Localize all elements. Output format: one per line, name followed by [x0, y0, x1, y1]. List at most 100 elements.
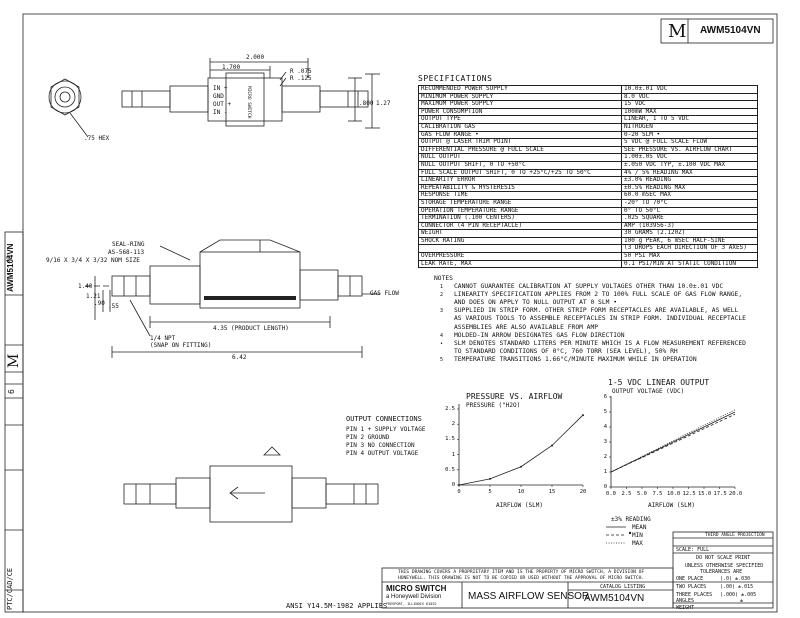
spec-row: NULL OUTPUT SHIFT, 0 TO +50°C±.050 VDC T…: [418, 160, 758, 170]
spec-value: 50 PSI MAX: [621, 252, 758, 261]
spec-value: NITROGEN: [621, 122, 758, 132]
spec-param: STORAGE TEMPERATURE RANGE: [418, 198, 622, 208]
series-line: [610, 409, 736, 473]
spec-value: 4% / 5% READING MAX: [621, 168, 758, 178]
three-places: THREE PLACES: [676, 592, 713, 598]
spec-row: STORAGE TEMPERATURE RANGE-20° TO 70°C: [418, 198, 758, 208]
spec-title: SPECIFICATIONS: [418, 74, 493, 83]
pin-label-2: GND: [213, 93, 224, 100]
one-place-tol: (.0) ±.030: [720, 576, 751, 582]
y-tick-label: 1: [451, 451, 455, 458]
x-tick-label: 0.0: [606, 491, 616, 497]
spec-row: TERMINATION (.100 CENTERS).025 SQUARE: [418, 214, 758, 223]
data-point: [489, 477, 491, 480]
data-point: [551, 444, 553, 447]
spec-value: AMP (103956-3): [621, 221, 758, 231]
note-number: 2: [440, 292, 444, 299]
note-item: ASSEMBLIES ARE ALSO AVAILABLE FROM AMP: [440, 324, 770, 332]
series-line: [610, 413, 736, 473]
y-tick-label: 6: [603, 394, 607, 400]
x-tick-label: 10.0: [667, 491, 681, 497]
seal-ring-size: 9/16 X 3/4 X 3/32 NOM SIZE: [46, 257, 140, 264]
pin-1: PIN 1 + SUPPLY VOLTAGE: [346, 425, 426, 433]
spec-param: WEIGHT: [418, 229, 622, 238]
legend-max: MAX: [632, 540, 643, 547]
strip-eco: A8: [6, 255, 12, 262]
three-places-tol: (.000) ±.005: [720, 592, 757, 598]
spec-value: SEE PRESSURE VS. AIRFLOW CHART: [621, 145, 758, 155]
note-text: CANNOT GUARANTEE CALIBRATION AT SUPPLY V…: [454, 283, 724, 291]
spec-value: -20° TO 70°C: [621, 198, 758, 208]
seal-ring-label: SEAL-RING: [112, 241, 145, 248]
spec-value: 60.0 mSEC MAX: [621, 191, 758, 200]
spec-value: 0° TO 50°C: [621, 206, 758, 216]
strip-sheet: 6: [7, 389, 16, 394]
note-text: SLM DENOTES STANDARD LITERS PER MINUTE W…: [454, 339, 746, 347]
spec-param: OUTPUT TYPE: [418, 115, 622, 124]
brand-logo: MICRO SWITCH: [386, 584, 447, 593]
catalog-number: AWM5104VN: [584, 593, 645, 604]
x-tick-label: 20: [579, 489, 587, 495]
spec-value: 8.0 VDC: [621, 92, 758, 102]
two-places-tol: (.00) ±.015: [720, 584, 754, 590]
pin-label-3: OUT +: [213, 101, 232, 108]
y-tick-label: 0.5: [445, 466, 455, 473]
note-number: •: [440, 340, 444, 347]
chart2-title: 1-5 VDC LINEAR OUTPUT: [608, 378, 710, 387]
angles: ANGLES: [676, 598, 695, 604]
angles-tol: ±: [740, 598, 744, 604]
spec-param: [418, 244, 622, 254]
proprietary-1: THIS DRAWING COVERS A PROPRIETARY ITEM A…: [398, 570, 645, 575]
y-tick-label: 1: [603, 469, 607, 475]
division-label: a Honeywell Division: [386, 594, 442, 600]
note-text: SUPPLIED IN STRIP FORM. OTHER STRIP FORM…: [454, 307, 739, 315]
dim-90: .90: [94, 300, 105, 307]
spec-param: FULL SCALE OUTPUT SHIFT, 0 TO +25°C/+25 …: [418, 168, 622, 178]
spec-param: NULL OUTPUT: [418, 153, 622, 162]
connections-title: OUTPUT CONNECTIONS: [346, 415, 422, 423]
dim-r125: R .125: [290, 75, 312, 82]
y-tick-label: 2.5: [445, 406, 455, 412]
spec-value: 15 VDC: [621, 100, 758, 109]
dim-140: 1.40: [78, 283, 93, 290]
projection-label: THIRD ANGLE PROJECTION: [705, 533, 765, 538]
note-number: 4: [440, 332, 444, 339]
spec-param: MINIMUM POWER SUPPLY: [418, 92, 622, 102]
note-number: 1: [440, 284, 444, 291]
x-tick-label: 0: [457, 489, 461, 495]
one-place: ONE PLACE: [676, 576, 704, 582]
note-text: TEMPERATURE TRANSITIONS 1.66°C/MINUTE MA…: [454, 355, 697, 363]
spec-param: GAS FLOW RANGE •: [418, 130, 622, 140]
spec-value: 1.00±.05 VDC: [621, 153, 758, 162]
y-tick-label: 1.5: [445, 436, 455, 443]
body-label: MICRO SWITCH: [246, 86, 251, 119]
spec-value: .025 SQUARE: [621, 214, 758, 223]
tolerance-2: TOLERANCES ARE: [700, 569, 743, 575]
spec-value: 0.1 PSI/MIN AT STATIC CONDITION: [621, 259, 758, 269]
spec-param: DIFFERENTIAL PRESSURE @ FULL SCALE: [418, 145, 622, 155]
strip-part-number: AWM5104VN: [6, 243, 15, 292]
pin-3: PIN 3 NO CONNECTION: [346, 441, 415, 449]
spec-param: OPERATION TEMPERATURE RANGE: [418, 206, 622, 216]
chart2-xlabel: AIRFLOW (SLM): [648, 502, 695, 509]
spec-value: 0-20 SLM •: [621, 130, 758, 140]
spec-param: CONNECTOR (4 PIN RECEPTACLE): [418, 221, 622, 231]
y-tick-label: 4: [603, 424, 607, 430]
scale-label: SCALE: FULL: [676, 547, 710, 553]
spec-param: NULL OUTPUT SHIFT, 0 TO +50°C: [418, 160, 622, 170]
dim-55: .55: [108, 303, 119, 310]
note-number: 5: [440, 356, 444, 363]
dim-2000: 2.000: [246, 54, 265, 61]
note-item: AS VARIOUS TOOLS TO ASSEMBLE RECEPTACLES…: [440, 315, 770, 323]
note-text: TO STANDARD CONDITIONS OF 0°C, 760 TORR …: [454, 347, 678, 355]
drawing-title: MASS AIRFLOW SENSOR: [468, 591, 590, 602]
